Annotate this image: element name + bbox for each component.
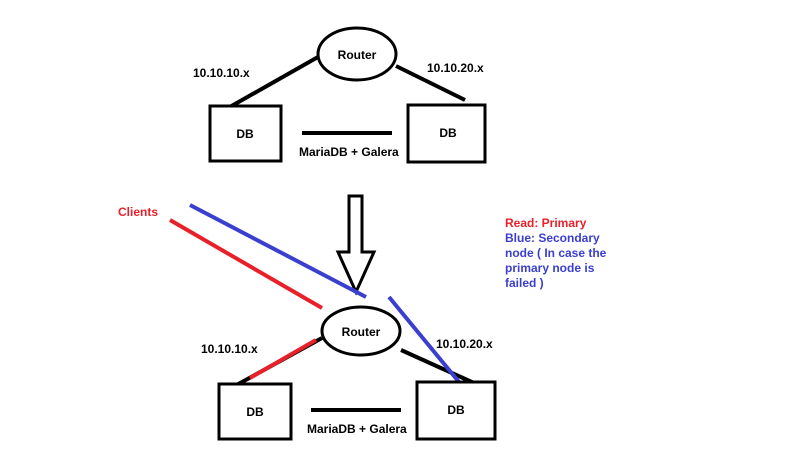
clients-label: Clients xyxy=(118,205,158,219)
top-left-link xyxy=(227,55,319,110)
bottom-left-db-node xyxy=(217,382,293,441)
top-left-db-node xyxy=(208,104,283,163)
bottom-diagram: Router 10.10.10.x 10.10.20.x DB DB Maria… xyxy=(201,295,497,441)
top-left-db-label: DB xyxy=(236,127,254,141)
bottom-replication-label: MariaDB + Galera xyxy=(307,422,407,436)
bottom-right-subnet-label: 10.10.20.x xyxy=(436,337,493,351)
bottom-left-subnet-label: 10.10.10.x xyxy=(201,342,258,356)
bottom-right-link xyxy=(400,348,475,385)
legend-read-primary: Read: Primary xyxy=(505,216,587,230)
legend: Read: Primary Blue: Secondary node ( In … xyxy=(505,216,607,290)
top-left-subnet-label: 10.10.10.x xyxy=(193,66,250,80)
legend-blue-line-4: failed ) xyxy=(505,276,544,290)
top-right-db-node xyxy=(406,103,487,164)
top-router-label: Router xyxy=(338,48,377,62)
bottom-right-db-node xyxy=(415,380,497,441)
top-right-link xyxy=(395,64,466,102)
bottom-secondary-path xyxy=(387,295,461,384)
clients-failover-line xyxy=(189,203,367,299)
legend-blue-line-3: primary node is xyxy=(505,261,595,275)
top-router-node xyxy=(316,26,398,82)
legend-blue-line-1: Blue: Secondary xyxy=(505,231,600,245)
bottom-primary-path xyxy=(249,338,317,380)
bottom-router-node xyxy=(320,305,402,357)
bottom-router-label: Router xyxy=(342,325,381,339)
legend-blue-line-2: node ( In case the xyxy=(505,246,607,260)
down-arrow xyxy=(335,194,377,296)
top-replication-label: MariaDB + Galera xyxy=(299,145,399,159)
bottom-right-db-label: DB xyxy=(447,403,465,417)
top-diagram: Router 10.10.10.x 10.10.20.x DB DB Maria… xyxy=(193,26,487,164)
top-right-db-label: DB xyxy=(439,126,457,140)
bottom-left-db-label: DB xyxy=(246,405,264,419)
top-right-subnet-label: 10.10.20.x xyxy=(427,61,484,75)
clients-read-line xyxy=(168,218,324,310)
